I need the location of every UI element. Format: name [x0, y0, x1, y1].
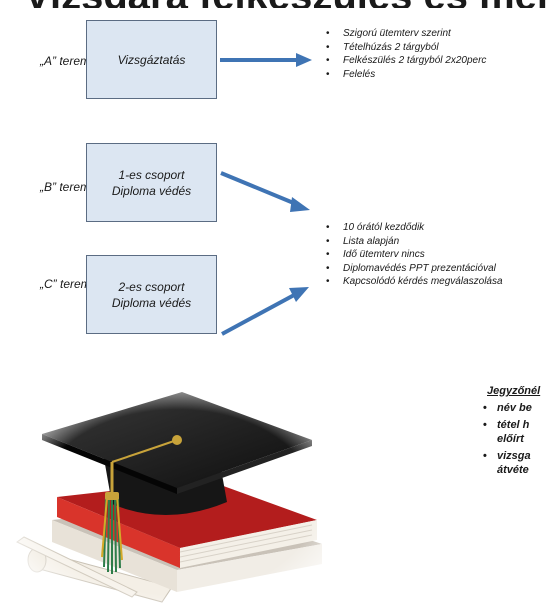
graduation-picture — [12, 392, 342, 612]
notes-title: Jegyzőnél — [487, 385, 541, 397]
list-item: Szigorú ütemterv szerint — [323, 27, 486, 41]
notes-item: vizsga átvéte — [483, 449, 532, 477]
notes-item-line1: tétel h — [497, 419, 530, 431]
room-a-bullets: Szigorú ütemterv szerint Tételhúzás 2 tá… — [323, 27, 486, 81]
list-item: Lista alapján — [323, 235, 503, 249]
list-item: Tételhúzás 2 tárgyból — [323, 41, 486, 55]
arrow-b — [220, 171, 310, 212]
room-a-label: „A” terem — [40, 54, 91, 68]
notes-item-line1: név be — [497, 402, 532, 414]
room-c-label: „C” terem — [40, 277, 91, 291]
notes-item-line2: átvéte — [497, 464, 529, 476]
list-item: Felkészülés 2 tárgyból 2x20perc — [323, 54, 486, 68]
notes-list: név be tétel h előírt vizsga átvéte — [483, 401, 532, 480]
notes-item: tétel h előírt — [483, 418, 532, 446]
arrow-c — [221, 287, 309, 336]
list-item: Idő ütemterv nincs — [323, 248, 503, 262]
list-item: 10 órától kezdődik — [323, 221, 503, 235]
room-a-box: Vizsgáztatás — [86, 20, 217, 99]
list-item: Felelés — [323, 68, 486, 82]
room-a-box-text: Vizsgáztatás — [117, 52, 186, 67]
notes-item-line2: előírt — [497, 433, 524, 445]
room-c-box: 2-es csoport Diploma védés — [86, 255, 217, 334]
room-b-box-text: 1-es csoport Diploma védés — [111, 167, 192, 198]
arrow-a — [220, 53, 312, 67]
list-item: Kapcsolódó kérdés megválaszolása — [323, 275, 503, 289]
notes-item-line1: vizsga — [497, 450, 531, 462]
slide-title: Vizsgára felkészülés és menet — [0, 0, 550, 8]
room-c-box-text: 2-es csoport Diploma védés — [111, 279, 192, 310]
notes-item: név be — [483, 401, 532, 415]
list-item: Diplomavédés PPT prezentációval — [323, 262, 503, 276]
room-b-box: 1-es csoport Diploma védés — [86, 143, 217, 222]
room-bc-bullets: 10 órától kezdődik Lista alapján Idő üte… — [323, 221, 503, 289]
room-b-label: „B” terem — [40, 180, 91, 194]
